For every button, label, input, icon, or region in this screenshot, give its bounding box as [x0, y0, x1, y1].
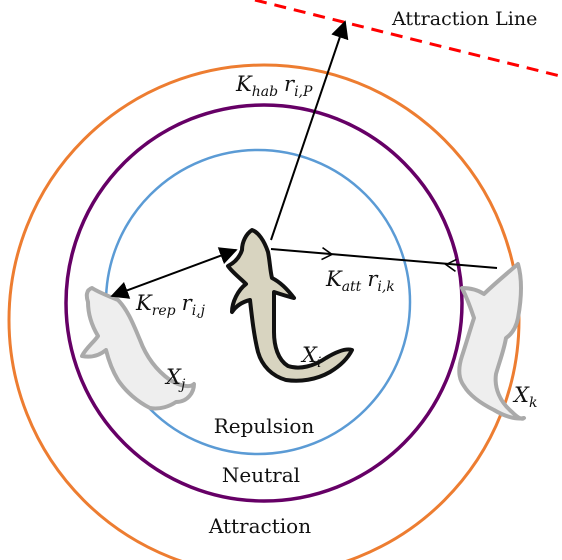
fish-xk-symbol: X — [512, 383, 530, 407]
attraction-dist-sub: i,k — [377, 279, 394, 295]
fish-xj-symbol: X — [164, 365, 182, 389]
fish-xi-symbol: X — [300, 343, 318, 367]
fish-xj — [80, 286, 196, 411]
habituation-coef-sub: hab — [252, 84, 278, 100]
repulsion-coef: K — [135, 291, 153, 315]
fish-xi-body — [226, 228, 354, 383]
fish-xk — [457, 262, 526, 421]
habituation-dist-sub: i,P — [294, 84, 313, 100]
fish-xk-body — [457, 262, 526, 421]
attraction-dist: r — [367, 267, 379, 291]
repulsion-dist-sub: i,j — [192, 303, 206, 319]
attraction-line — [254, 0, 561, 78]
fish-xi-sub: i — [317, 355, 321, 371]
fish-xk-label: Xk — [512, 383, 537, 411]
attraction-vector — [270, 248, 498, 269]
fish-xj-sub: j — [178, 377, 186, 393]
attraction-coef-sub: att — [342, 279, 362, 295]
habituation-vector — [270, 20, 349, 241]
neutral-zone-label: Neutral — [222, 463, 300, 487]
fish-xk-sub: k — [529, 395, 537, 411]
attraction-line-label: Attraction Line — [391, 8, 537, 30]
fish-xj-body — [80, 286, 196, 411]
attraction-zone-label: Attraction — [208, 514, 311, 538]
habituation-coef: K — [235, 72, 253, 96]
fish-xi — [226, 228, 354, 383]
attraction-vector-arrow-1 — [321, 246, 334, 261]
fish-xi-label: Xi — [300, 343, 321, 371]
attraction-vector-arrow-2 — [444, 258, 457, 273]
neutral-zone-circle — [64, 103, 464, 503]
fish-xj-label: Xj — [164, 365, 186, 393]
repulsion-zone-label: Repulsion — [214, 414, 315, 438]
attraction-coef: K — [325, 267, 343, 291]
repulsion-vector — [110, 247, 238, 299]
repulsion-dist: r — [182, 291, 194, 315]
habituation-dist: r — [284, 72, 296, 96]
repulsion-coef-sub: rep — [152, 303, 176, 319]
